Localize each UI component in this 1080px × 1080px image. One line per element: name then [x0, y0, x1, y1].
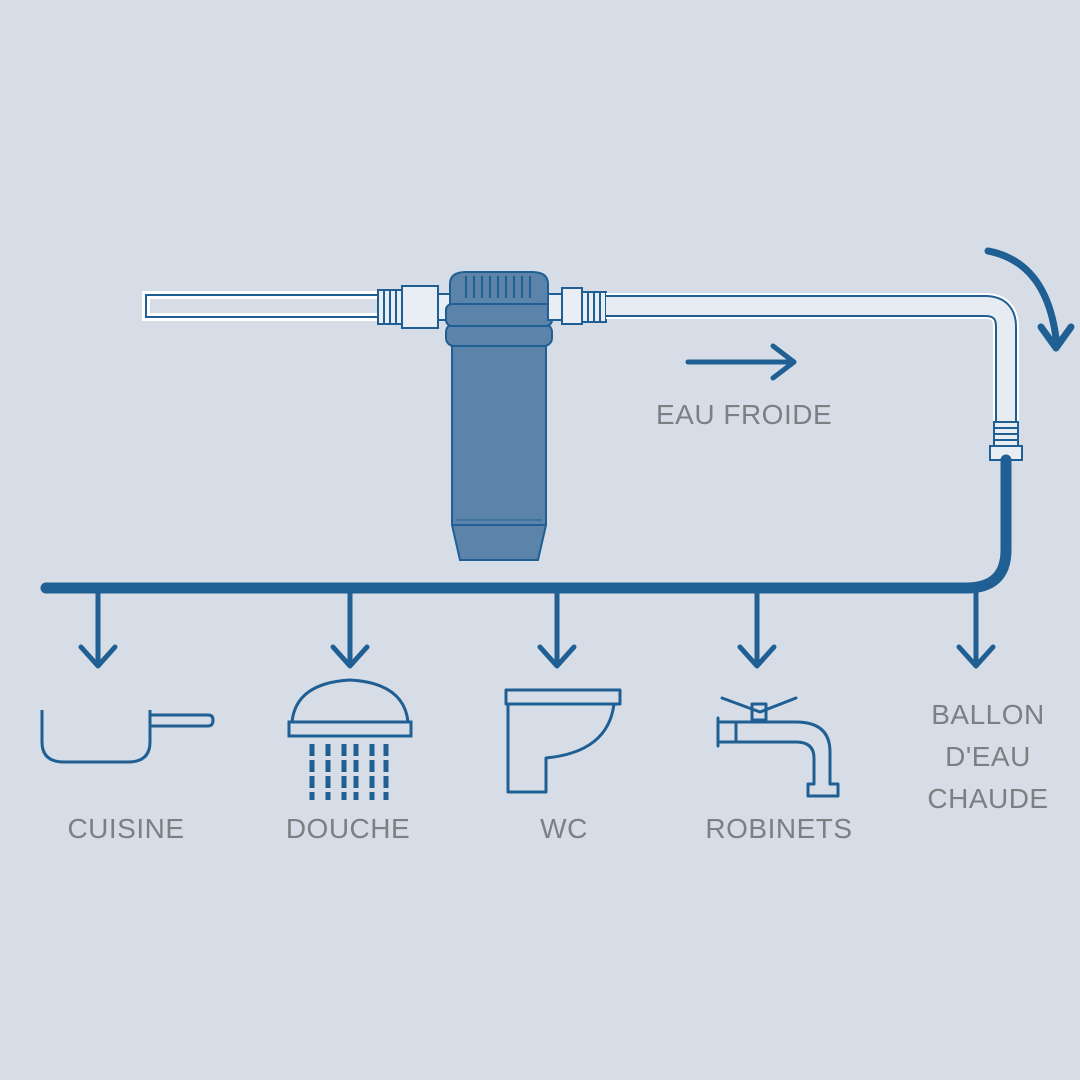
ballon-line-3: CHAUDE: [927, 783, 1049, 814]
cold-water-label: EAU FROIDE: [656, 399, 833, 430]
inlet-fitting: [377, 285, 451, 329]
toilet-icon: [504, 688, 622, 794]
inlet-pipe: [142, 291, 390, 321]
outlet-label-ballon: BALLON D'EAU CHAUDE: [910, 694, 1066, 820]
shower-icon: [287, 678, 413, 800]
curved-arrow: [984, 247, 1075, 352]
outlet-label-douche: DOUCHE: [285, 813, 411, 844]
outlet-label-wc: WC: [540, 813, 588, 844]
distribution-pipe: [40, 454, 1012, 594]
arrow-douche: [330, 589, 370, 669]
arrow-cuisine: [78, 589, 118, 669]
outlet-label-cuisine: CUISINE: [67, 813, 185, 844]
vertical-fitting: [989, 421, 1023, 461]
outlet-pipe: [606, 293, 1019, 425]
faucet-icon: [716, 696, 840, 798]
arrow-ballon: [956, 589, 996, 669]
outlet-fitting: [547, 287, 607, 325]
pan-icon: [40, 710, 215, 764]
ballon-line-2: D'EAU: [945, 741, 1031, 772]
arrow-robinets: [737, 589, 777, 669]
outlet-label-robinets: ROBINETS: [705, 813, 853, 844]
ballon-line-1: BALLON: [931, 699, 1045, 730]
flow-direction-arrow: [685, 343, 797, 381]
arrow-wc: [537, 589, 577, 669]
filter-housing: [445, 271, 553, 561]
